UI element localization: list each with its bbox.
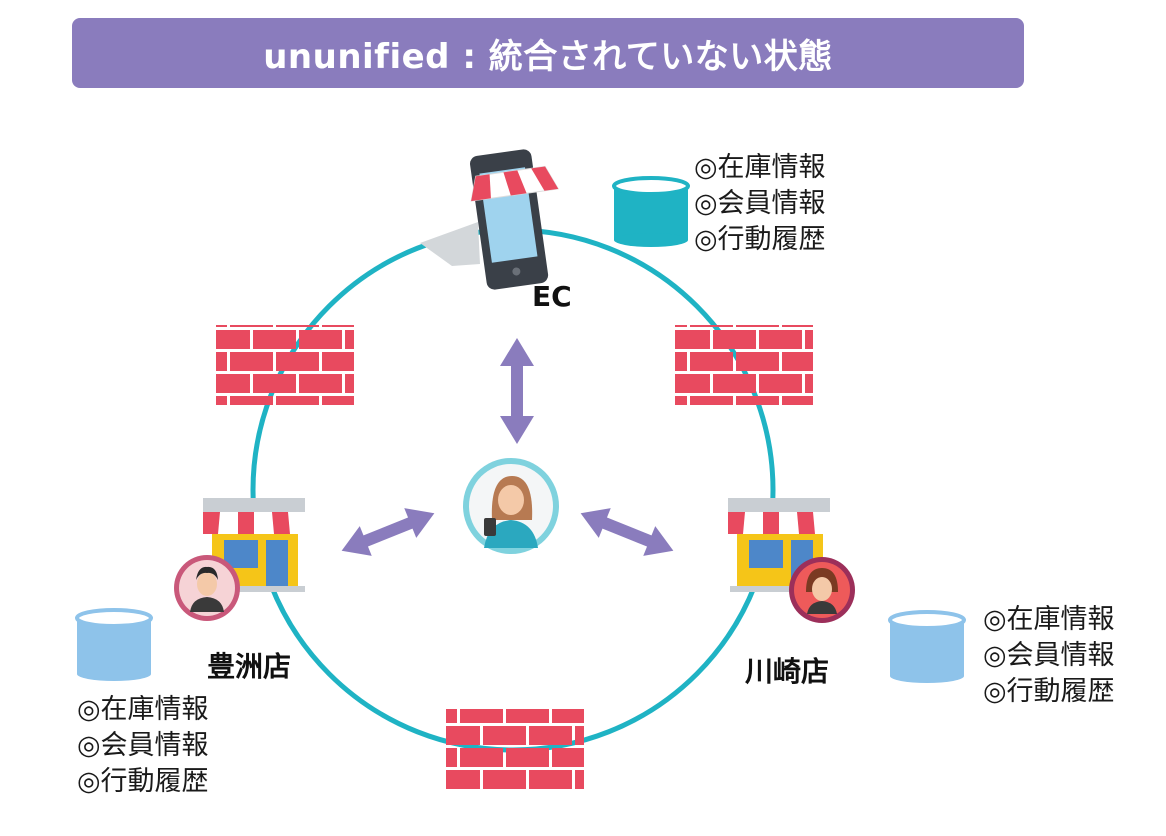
toyosu-data-members: ◎会員情報 xyxy=(77,730,209,761)
ec-label: EC xyxy=(532,280,572,313)
database-icon xyxy=(612,176,690,247)
brick-wall-icon xyxy=(446,709,584,789)
kawasaki-store-label: 川崎店 xyxy=(745,655,830,688)
toyosu-store-label: 豊洲店 xyxy=(207,650,292,683)
toyosu-data-inventory: ◎在庫情報 xyxy=(77,694,209,725)
kawasaki-data-history: ◎行動履歴 xyxy=(983,676,1115,707)
database-icon xyxy=(888,610,966,683)
ec-data-inventory: ◎在庫情報 xyxy=(694,152,826,183)
person-icon xyxy=(463,458,559,554)
toyosu-data-history: ◎行動履歴 xyxy=(77,766,209,797)
ec-data-history: ◎行動履歴 xyxy=(694,224,826,255)
brick-wall-icon xyxy=(675,325,813,405)
kawasaki-data-list: ◎在庫情報 ◎会員情報 ◎行動履歴 xyxy=(983,602,1115,710)
toyosu-data-list: ◎在庫情報 ◎会員情報 ◎行動履歴 xyxy=(77,692,209,800)
ec-data-members: ◎会員情報 xyxy=(694,188,826,219)
brick-wall-icon xyxy=(216,325,354,405)
person-icon xyxy=(789,557,855,623)
smartphone-shop-icon xyxy=(420,149,560,290)
title-banner: ununified : 統合されていない状態 xyxy=(72,18,1024,88)
double-arrow-icon xyxy=(341,508,435,556)
ec-data-list: ◎在庫情報 ◎会員情報 ◎行動履歴 xyxy=(694,150,826,258)
kawasaki-data-inventory: ◎在庫情報 xyxy=(983,604,1115,635)
page-title: ununified : 統合されていない状態 xyxy=(263,36,833,77)
double-arrow-icon xyxy=(580,508,674,556)
kawasaki-data-members: ◎会員情報 xyxy=(983,640,1115,671)
person-icon xyxy=(174,555,240,621)
database-icon xyxy=(75,608,153,681)
double-arrow-icon xyxy=(500,338,534,444)
